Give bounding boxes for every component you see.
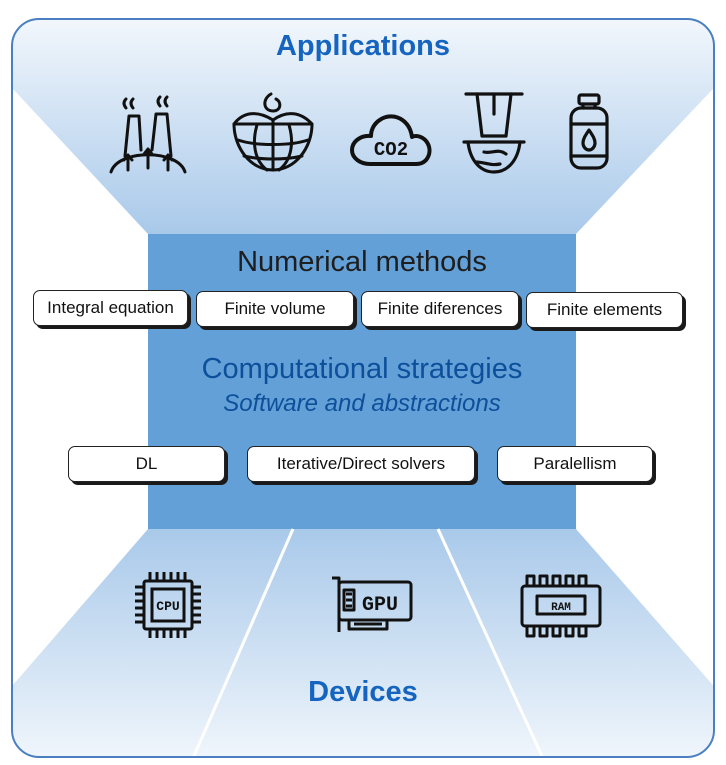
method-integral-equation: Integral equation — [33, 290, 188, 326]
applications-band — [12, 19, 714, 234]
method-finite-differences: Finite diferences — [361, 291, 519, 327]
device-divider-right — [436, 528, 548, 757]
devices-title: Devices — [308, 676, 418, 708]
co2-cloud-icon: CO2 — [350, 114, 432, 166]
gpu-label: GPU — [362, 594, 398, 617]
gas-cylinder-icon — [569, 93, 609, 170]
numerical-methods-title: Numerical methods — [237, 246, 487, 278]
cpu-icon: CPU — [135, 572, 201, 638]
strategy-solvers: Iterative/Direct solvers — [247, 446, 475, 482]
factory-icon — [109, 95, 187, 174]
method-finite-volume: Finite volume — [196, 291, 354, 327]
strategy-parallelism: Paralellism — [497, 446, 653, 482]
computational-strategies-title: Computational strategies — [201, 353, 523, 385]
co2-label: CO2 — [374, 139, 408, 161]
globe-water-icon — [232, 92, 314, 172]
oil-platform-icon — [462, 92, 526, 174]
gpu-icon: GPU — [332, 576, 413, 632]
applications-title: Applications — [275, 30, 450, 62]
device-divider-left — [188, 528, 295, 757]
ram-label: RAM — [551, 602, 571, 614]
method-finite-elements: Finite elements — [526, 292, 683, 328]
software-subtitle: Software and abstractions — [223, 390, 501, 417]
cpu-label: CPU — [156, 599, 179, 614]
ram-icon: RAM — [520, 574, 602, 638]
strategy-dl: DL — [68, 446, 225, 482]
